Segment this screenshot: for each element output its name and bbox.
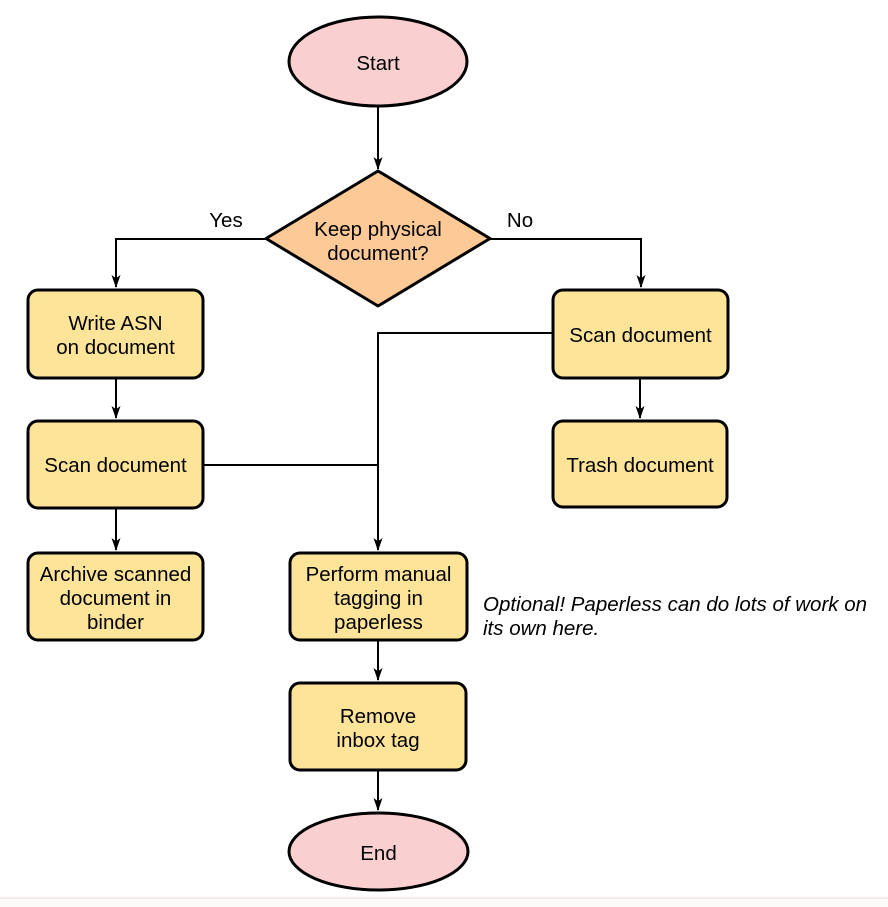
tagging-label-line1: Perform manual — [306, 563, 452, 586]
remove-inbox-label-line2: inbox tag — [336, 729, 419, 752]
scan-left-label: Scan document — [44, 454, 187, 477]
end-label: End — [360, 842, 396, 865]
decision-keep-physical-document — [264, 169, 492, 308]
scan-right-label: Scan document — [569, 324, 712, 347]
edge-decision-yes-to-write-asn — [111, 238, 266, 288]
trash-label: Trash document — [566, 454, 714, 477]
annotation-optional-line2: its own here. — [483, 617, 599, 640]
write-asn-label-line1: Write ASN — [68, 312, 162, 335]
start-label: Start — [356, 52, 400, 75]
tagging-label-line2: tagging in — [334, 587, 423, 610]
window-bottom-area — [0, 899, 888, 907]
process-trash-document — [551, 419, 729, 509]
annotation-optional-line1: Optional! Paperless can do lots of work … — [483, 593, 867, 616]
process-archive-scanned-document — [26, 551, 205, 642]
decision-label-line2: document? — [327, 242, 428, 265]
archive-label-line2: document in — [60, 587, 172, 610]
edge-decision-no-to-scan-right — [489, 238, 646, 288]
remove-inbox-label-line1: Remove — [340, 705, 416, 728]
edge-label-no: No — [507, 209, 533, 232]
archive-label-line3: binder — [87, 611, 144, 634]
edge-label-yes: Yes — [209, 209, 242, 232]
tagging-label-line3: paperless — [334, 611, 423, 634]
start-terminator — [287, 15, 469, 108]
process-scan-document-left — [26, 419, 205, 510]
decision-label-line1: Keep physical — [314, 218, 442, 241]
process-manual-tagging — [288, 551, 469, 642]
process-write-asn — [26, 288, 205, 380]
window-bottom-edge-line — [0, 897, 888, 899]
process-remove-inbox-tag — [288, 681, 468, 772]
process-scan-document-right — [551, 288, 730, 380]
edge-scan-right-to-tagging — [373, 332, 553, 551]
end-terminator — [287, 811, 470, 892]
archive-label-line1: Archive scanned — [40, 563, 192, 586]
write-asn-label-line2: on document — [56, 336, 175, 359]
